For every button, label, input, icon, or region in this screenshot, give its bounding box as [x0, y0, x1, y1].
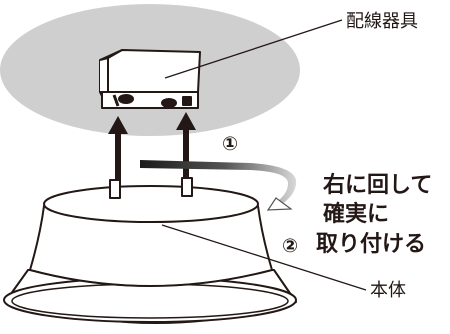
instruction-line3: 取り付ける	[316, 232, 426, 257]
label-wiring-fixture: 配線器具	[346, 11, 418, 32]
step1-number: ①	[222, 133, 238, 155]
rotation-arrow	[140, 160, 297, 211]
label-main-body: 本体	[370, 280, 406, 301]
instruction-line2: 確実に	[323, 201, 389, 227]
instruction-line1: 右に回して	[323, 173, 432, 198]
leader-main-body	[161, 224, 367, 291]
main-body	[3, 177, 297, 324]
step2-number: ②	[282, 235, 298, 257]
leader-wiring-fixture	[164, 19, 343, 79]
wiring-fixture	[99, 49, 201, 109]
leader-lines	[161, 19, 367, 291]
insertion-arrows	[108, 112, 196, 188]
